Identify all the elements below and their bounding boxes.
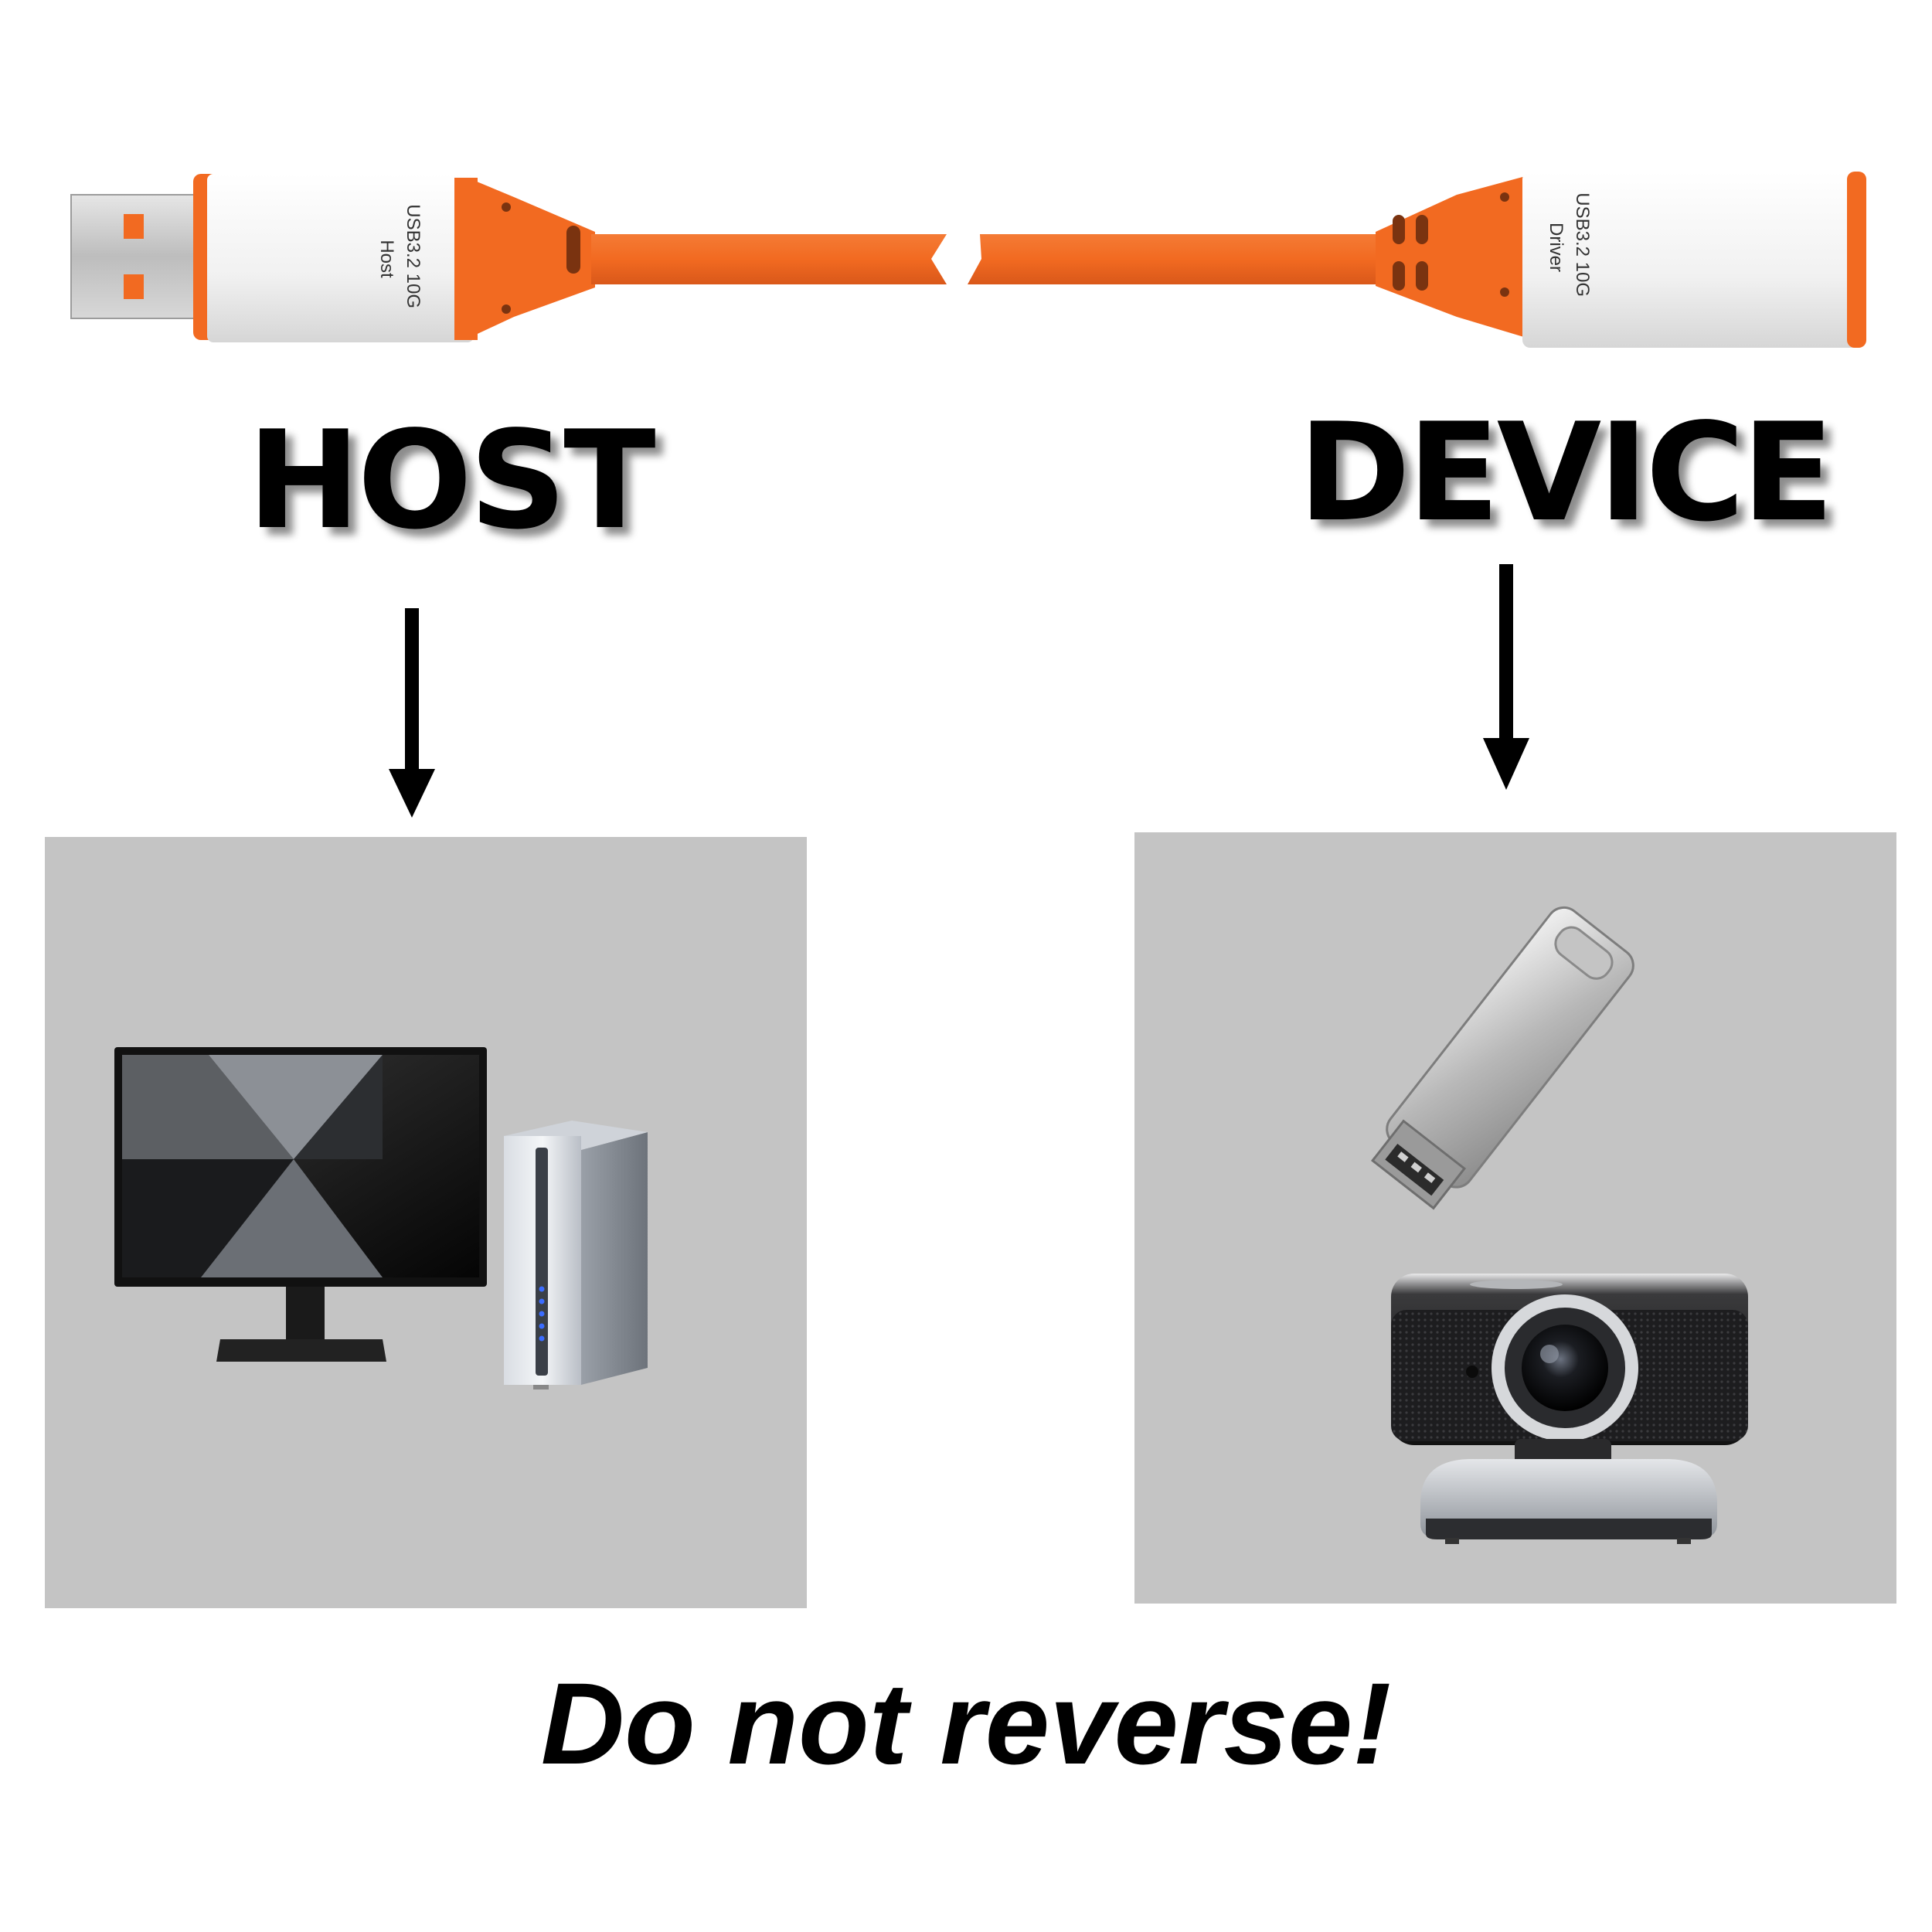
host-connector-housing: USB3.2 10G Host (193, 174, 595, 342)
device-down-arrow (1483, 564, 1529, 790)
device-connector-housing: USB3.2 10G Driver (1376, 172, 1866, 348)
monitor-icon (114, 1047, 487, 1362)
usb-flash-drive-icon (1371, 906, 1634, 1210)
cable-right-segment (968, 234, 1379, 284)
usb-cable: USB3.2 10G Host USB3.2 10G Driver (70, 172, 1866, 348)
host-heading: HOST (247, 403, 656, 560)
cable-left-segment (591, 234, 947, 284)
do-not-reverse-warning: Do not reverse! (540, 1658, 1392, 1788)
device-heading: DEVICE (1298, 395, 1834, 552)
usb-a-plug (70, 194, 203, 319)
host-connector-label: USB3.2 10G Host (376, 204, 423, 313)
webcam-icon (1391, 1274, 1748, 1544)
host-down-arrow (389, 608, 435, 818)
pc-tower-icon (504, 1121, 648, 1389)
device-connector-label: USB3.2 10G Driver (1546, 192, 1593, 301)
